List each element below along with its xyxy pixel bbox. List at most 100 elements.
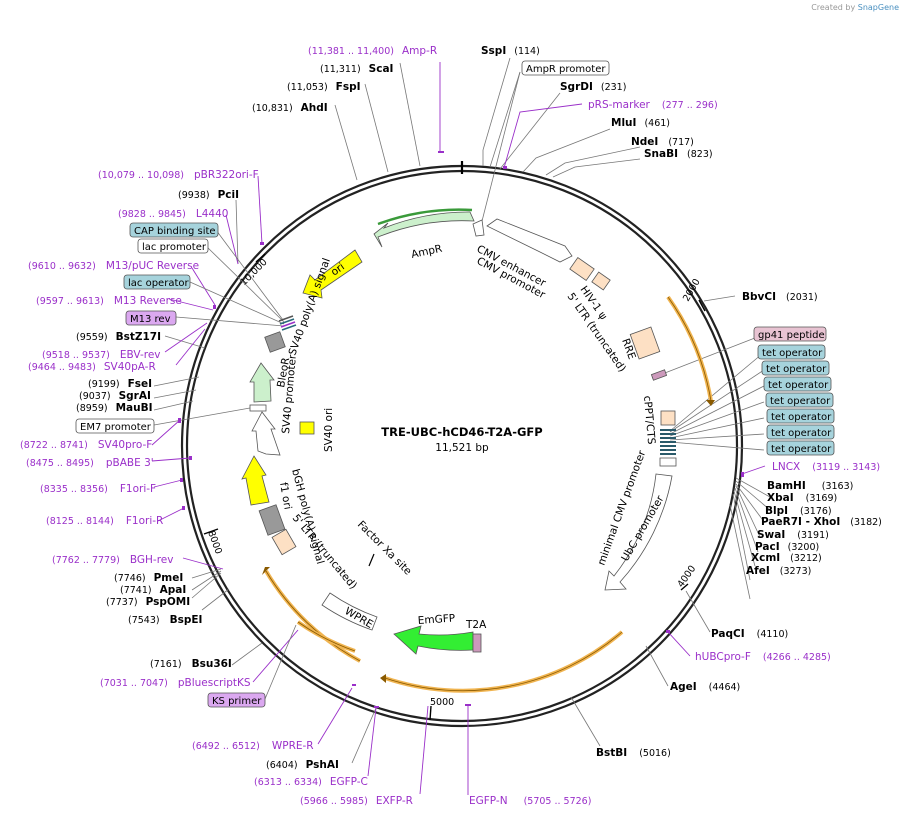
primer-f1ori-f[interactable]: (8335 .. 8356)F1ori-F: [40, 483, 156, 495]
enzyme-bbvci[interactable]: BbvCI(2031): [742, 291, 818, 303]
label-ampr-promoter[interactable]: AmpR promoter: [521, 60, 610, 76]
primer-m13-reverse[interactable]: (9597 .. 9613)M13 Reverse: [36, 295, 182, 307]
label-em7-promoter[interactable]: EM7 promoter: [75, 418, 155, 434]
enzyme-swai[interactable]: SwaI(3191): [757, 529, 829, 541]
factorxa-tick: [368, 553, 375, 567]
enzyme-bspei[interactable]: (7543)BspEI: [128, 614, 202, 626]
enzyme-pshai[interactable]: (6404)PshAI: [266, 759, 339, 771]
label-m13-rev[interactable]: M13 rev: [125, 310, 177, 326]
label-tet-operator-6[interactable]: tet operator: [766, 424, 835, 440]
enzyme-xbai[interactable]: XbaI(3169): [767, 492, 837, 504]
tick-label-5000: 5000: [430, 697, 454, 708]
primer-egfp-c[interactable]: (6313 .. 6334)EGFP-C: [254, 776, 368, 788]
enzyme-ahdi[interactable]: (10,831)AhdI: [252, 102, 328, 114]
snapgene-credit: Created by SnapGene: [811, 3, 899, 12]
label-gp41-peptide[interactable]: gp41 peptide: [753, 326, 827, 342]
enzyme-bstbi[interactable]: BstBI(5016): [596, 747, 671, 759]
orange-arc-1-core: [667, 296, 712, 402]
svg-text:CAP binding site: CAP binding site: [134, 226, 216, 237]
enzyme-bamhi[interactable]: BamHI(3163): [767, 480, 853, 492]
credit-brand[interactable]: SnapGene: [857, 3, 899, 12]
min-cmv-box: [659, 457, 677, 467]
svg-text:tet operator: tet operator: [771, 428, 832, 439]
primer-f1ori-r[interactable]: (8125 .. 8144)F1ori-R: [46, 515, 163, 527]
enzyme-bstz17i[interactable]: (9559)BstZ17I: [76, 331, 161, 343]
primer-hubcpro-f[interactable]: hUBCpro-F(4266 .. 4285): [695, 651, 831, 663]
svg-text:tet operator: tet operator: [762, 348, 823, 359]
enzyme-pmei[interactable]: (7746)PmeI: [114, 572, 183, 584]
primer-bgh-rev[interactable]: (7762 .. 7779)BGH-rev: [52, 554, 173, 566]
enzyme-paci[interactable]: PacI(3200): [755, 541, 819, 553]
svg-text:tet operator: tet operator: [768, 380, 829, 391]
enzyme-scai[interactable]: (11,311)ScaI: [320, 63, 393, 75]
f1ori-label: f1 ori: [277, 481, 294, 510]
enzyme-blpi[interactable]: BlpI(3176): [765, 505, 832, 517]
primer-exfp-r[interactable]: (5966 .. 5985)EXFP-R: [300, 795, 413, 807]
primer-egfp-n[interactable]: EGFP-N(5705 .. 5726): [469, 795, 591, 807]
enzyme-fsei[interactable]: (9199)FseI: [88, 378, 152, 390]
enzyme-ndei[interactable]: NdeI(717): [631, 136, 694, 148]
label-ks-primer[interactable]: KS primer: [207, 692, 266, 708]
label-lac-operator[interactable]: lac operator: [123, 274, 191, 290]
enzyme-apai[interactable]: (7741)ApaI: [120, 584, 186, 596]
orange-arc-4: [296, 620, 356, 653]
primer-pbabe-3[interactable]: (8475 .. 8495)pBABE 3': [26, 457, 154, 469]
enzyme-agei[interactable]: AgeI(4464): [670, 681, 740, 693]
label-cap-binding-site[interactable]: CAP binding site: [129, 222, 219, 238]
cppt-label: cPPT/CTS: [641, 395, 657, 445]
enzyme-paqci[interactable]: PaqCI(4110): [711, 628, 788, 640]
enzyme-pspomi[interactable]: (7737)PspOMI: [106, 596, 190, 608]
primer-pbluescriptks[interactable]: (7031 .. 7047)pBluescriptKS: [100, 677, 251, 689]
primer-leader-lines: [151, 62, 766, 795]
enzyme-pcii[interactable]: (9938)PciI: [178, 189, 239, 201]
primer-l4440[interactable]: (9828 .. 9845)L4440: [118, 208, 228, 220]
primer-amp-r[interactable]: (11,381 .. 11,400)Amp-R: [308, 45, 437, 57]
primer-ebv-rev[interactable]: (9518 .. 9537)EBV-rev: [42, 349, 161, 361]
enzyme-bsu36i[interactable]: (7161)Bsu36I: [150, 658, 232, 670]
label-tet-operator-4[interactable]: tet operator: [765, 392, 834, 408]
tet-operator-stack: [660, 429, 676, 455]
enzyme-sgrdi[interactable]: SgrDI(231): [560, 81, 626, 93]
sv40ori-box: [299, 421, 315, 435]
wpre-label: WPRE: [343, 605, 376, 631]
f1ori-arrow: [241, 455, 270, 506]
enzyme-sgrai[interactable]: (9037)SgrAI: [79, 390, 151, 402]
enzyme-afei[interactable]: AfeI(3273): [746, 565, 811, 577]
enzyme-mlui[interactable]: MluI(461): [611, 117, 670, 129]
primer-sv40pa-r[interactable]: (9464 .. 9483)SV40pA-R: [28, 361, 156, 373]
enzyme-fspi[interactable]: (11,053)FspI: [287, 81, 361, 93]
svg-text:gp41 peptide: gp41 peptide: [758, 330, 825, 341]
primer-sv40pro-f[interactable]: (8722 .. 8741)SV40pro-F: [20, 439, 152, 451]
sv40-promoter-arrow: [251, 411, 281, 456]
label-tet-operator-1[interactable]: tet operator: [757, 344, 826, 360]
primer-m13-puc-reverse[interactable]: (9610 .. 9632)M13/pUC Reverse: [28, 260, 199, 272]
enzyme-paer7i-xhoi[interactable]: PaeR7I - XhoI(3182): [761, 516, 882, 528]
primer-lncx[interactable]: LNCX(3119 .. 3143): [772, 461, 880, 473]
primer-wpre-r[interactable]: (6492 .. 6512)WPRE-R: [192, 740, 314, 752]
em7-box: [249, 404, 267, 412]
label-tet-operator-3[interactable]: tet operator: [763, 376, 832, 392]
enzyme-snabi[interactable]: SnaBI(823): [644, 148, 713, 160]
wpre-box: [321, 592, 378, 631]
label-tet-operator-5[interactable]: tet operator: [766, 408, 835, 424]
svg-text:M13 rev: M13 rev: [130, 314, 171, 325]
enzyme-maubi[interactable]: (8959)MauBI: [76, 402, 153, 414]
orange-arc-1: [666, 295, 713, 402]
label-tet-operator-7[interactable]: tet operator: [766, 440, 835, 456]
primer-pbr322ori-f[interactable]: (10,079 .. 10,098)pBR322ori-F: [98, 169, 259, 181]
orange-arc-2-head: [380, 674, 386, 683]
enzyme-xcmi[interactable]: XcmI(3212): [751, 552, 822, 564]
svg-text:AmpR promoter: AmpR promoter: [526, 64, 606, 75]
enzyme-sspi[interactable]: SspI(114): [481, 45, 540, 57]
ltr5-box: [591, 271, 611, 291]
cppt-box: [660, 410, 676, 426]
ampr-arc-green: [377, 208, 473, 226]
label-tet-operator-2[interactable]: tet operator: [761, 360, 830, 376]
label-lac-promoter[interactable]: lac promoter: [137, 238, 209, 254]
ubc-arrow: [604, 473, 673, 591]
primer-prs-marker[interactable]: pRS-marker(277 .. 296): [588, 99, 718, 111]
gp41-mark: [650, 369, 668, 381]
ori-arrow: [302, 249, 363, 299]
ltr3-label: 5' LTR (truncated): [290, 512, 359, 592]
